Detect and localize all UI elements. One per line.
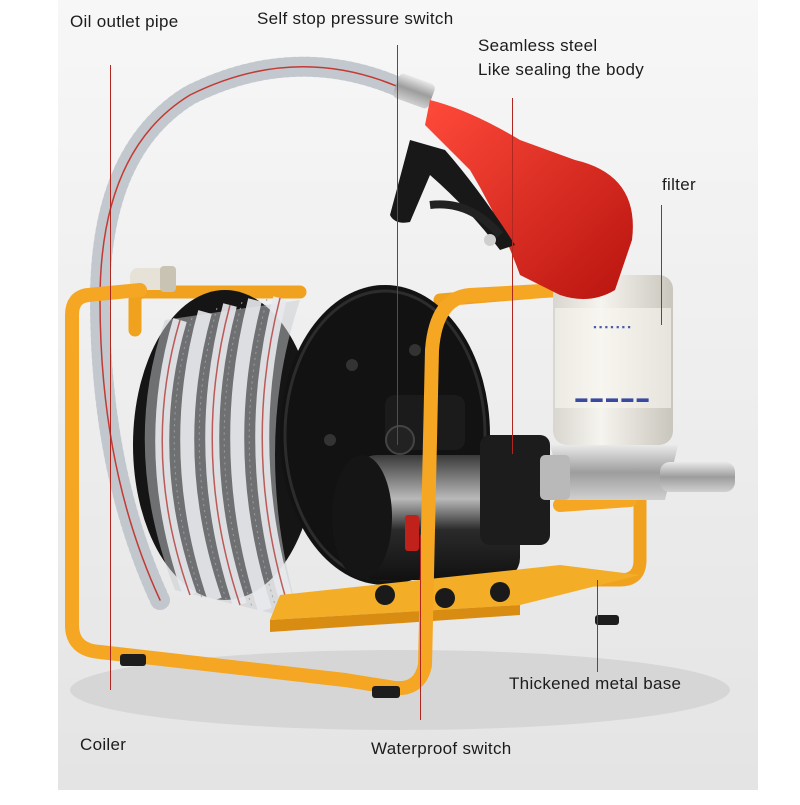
label-self-stop-pressure-switch: Self stop pressure switch	[257, 9, 454, 28]
oil-outlet-hose	[89, 56, 420, 610]
leader-line-metal-base	[597, 580, 598, 672]
rubber-feet	[120, 615, 619, 698]
leader-line-seamless-steel	[512, 98, 513, 454]
front-frame	[65, 283, 637, 696]
label-coiler: Coiler	[80, 735, 127, 754]
leader-line-filter	[661, 205, 662, 325]
label-oil-outlet-pipe: Oil outlet pipe	[70, 12, 179, 31]
label-filter: filter	[662, 175, 696, 194]
fuel-filter: ▪ ▪ ▪ ▪ ▪ ▪ ▪ ▬ ▬ ▬ ▬ ▬	[540, 275, 735, 500]
leader-line-pressure-switch	[397, 45, 398, 445]
label-seamless-steel: Seamless steel	[478, 36, 598, 55]
label-like-sealing-the-body: Like sealing the body	[478, 60, 645, 79]
leader-line-oil-outlet	[110, 65, 111, 690]
metal-base	[270, 565, 640, 632]
label-thickened-metal-base: Thickened metal base	[509, 674, 682, 693]
filter-small-print: ▪ ▪ ▪ ▪ ▪ ▪ ▪	[593, 322, 630, 332]
label-waterproof-switch: Waterproof switch	[371, 739, 512, 758]
leader-line-waterproof-switch	[420, 535, 421, 720]
coiled-hose	[144, 296, 300, 620]
filter-brand-print: ▬ ▬ ▬ ▬ ▬	[575, 391, 648, 405]
fuel-nozzle	[390, 73, 633, 299]
